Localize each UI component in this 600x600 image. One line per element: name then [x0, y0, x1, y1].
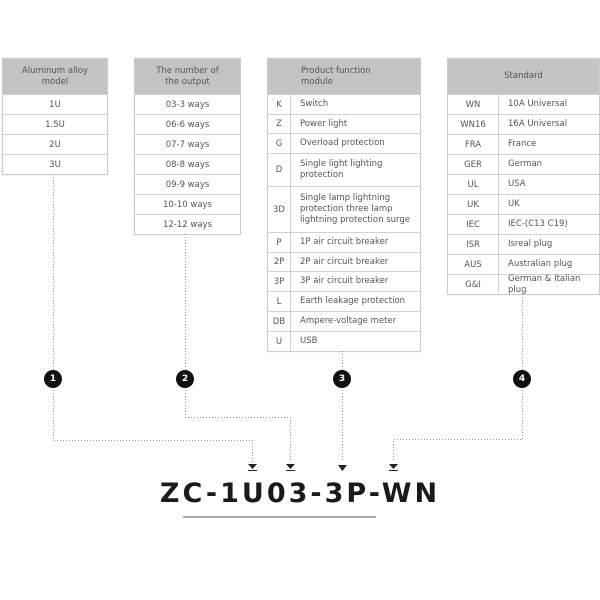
row-description: Australian plug	[508, 259, 573, 269]
row-code: U	[268, 332, 291, 351]
row-code: 2P	[268, 253, 291, 271]
table-row: 06-6 ways	[135, 114, 240, 134]
row-code: ISR	[448, 235, 499, 254]
table-row: 08-8 ways	[135, 154, 240, 174]
row-description: 16A Universal	[508, 119, 568, 129]
table-row: 3P 3P air circuit breaker	[268, 271, 420, 291]
row-code: DB	[268, 312, 291, 331]
row-description: German & Italian plug	[508, 273, 581, 295]
table-row: P 1P air circuit breaker	[268, 232, 420, 252]
aluminum-alloy-model-table: Aluminum alloy model 1U 1.5U 2U 3U	[2, 58, 108, 175]
row-description: Power light	[300, 118, 348, 129]
row-description: 2P air circuit breaker	[300, 256, 389, 267]
step-badge-4: 4	[513, 370, 531, 388]
table-row: G&I German & Italian plug	[448, 273, 599, 295]
row-description: 10A Universal	[508, 99, 568, 109]
model-underline	[183, 516, 376, 518]
row-code: K	[268, 95, 291, 114]
row-description: Ampere-voltage meter	[300, 316, 397, 326]
table-row: IEC IEC-(C13 C19)	[448, 214, 599, 234]
table-header: The number of the output	[135, 59, 240, 94]
table-row: 2P 2P air circuit breaker	[268, 252, 420, 271]
table-row: GER German	[448, 154, 599, 174]
table-row: D Single light lighting protection	[268, 153, 420, 186]
row-code: L	[268, 292, 291, 311]
step-badge-2: 2	[176, 370, 194, 388]
row-code: AUS	[448, 255, 499, 274]
table-row: 3U	[3, 154, 107, 174]
table-row: AUS Australian plug	[448, 254, 599, 274]
table-row: DB Ampere-voltage meter	[268, 311, 420, 331]
table-row: 1U	[3, 94, 107, 114]
table-header: Aluminum alloy model	[3, 59, 107, 94]
row-code: IEC	[448, 215, 499, 234]
table-row: 10-10 ways	[135, 194, 240, 214]
table-row: UL USA	[448, 174, 599, 194]
row-description: UK	[508, 199, 520, 209]
row-description: USA	[508, 179, 526, 189]
row-description: 1P air circuit breaker	[300, 237, 389, 247]
row-code: 3P	[268, 272, 291, 291]
table-row: 1.5U	[3, 114, 107, 134]
row-description: USB	[300, 336, 318, 346]
row-description: Single light lighting protection	[300, 159, 383, 180]
row-code: WN16	[448, 115, 499, 134]
row-code: G	[268, 134, 291, 153]
table-row: 07-7 ways	[135, 134, 240, 154]
output-number-table: The number of the output 03-3 ways 06-6 …	[134, 58, 241, 235]
row-description: German	[508, 159, 543, 169]
row-description: Switch	[300, 99, 329, 109]
row-description: Overload protection	[300, 138, 385, 148]
table-row: UK UK	[448, 194, 599, 214]
table-row: WN 10A Universal	[448, 94, 599, 114]
table-row: K Switch	[268, 94, 420, 114]
row-code: WN	[448, 95, 499, 114]
table-row: WN16 16A Universal	[448, 114, 599, 134]
table-row: FRA France	[448, 134, 599, 154]
table-row: L Earth leakage protection	[268, 291, 420, 311]
table-header: Standard	[448, 59, 599, 94]
table-row: ISR Isreal plug	[448, 234, 599, 254]
row-code: UL	[448, 175, 499, 194]
table-row: G Overload protection	[268, 133, 420, 153]
table-row: 2U	[3, 134, 107, 154]
row-description: 3P air circuit breaker	[300, 276, 389, 286]
row-description: France	[508, 139, 537, 149]
row-code: FRA	[448, 135, 499, 154]
table-row: Z Power light	[268, 114, 420, 133]
row-code: UK	[448, 195, 499, 214]
table-row: U USB	[268, 331, 420, 351]
row-description: Earth leakage protection	[300, 296, 406, 306]
row-description: Single lamp lightning protection three l…	[300, 193, 410, 225]
row-code: G&I	[448, 275, 499, 294]
row-code: GER	[448, 155, 499, 174]
row-description: IEC-(C13 C19)	[508, 219, 568, 229]
table-row: 3D Single lamp lightning protection three…	[268, 186, 420, 232]
row-code: 3D	[268, 187, 291, 232]
row-code: D	[268, 154, 291, 186]
row-description: Isreal plug	[508, 239, 553, 249]
row-code: P	[268, 233, 291, 252]
table-row: 03-3 ways	[135, 94, 240, 114]
table-row: 09-9 ways	[135, 174, 240, 194]
table-row: 12-12 ways	[135, 214, 240, 234]
arrow-icons	[248, 464, 398, 471]
row-code: Z	[268, 115, 291, 133]
step-badge-3: 3	[333, 370, 351, 388]
step-badge-1: 1	[44, 370, 62, 388]
model-code: ZC-1U03-3P-WN	[159, 478, 441, 509]
table-header: Product function module	[268, 59, 420, 94]
